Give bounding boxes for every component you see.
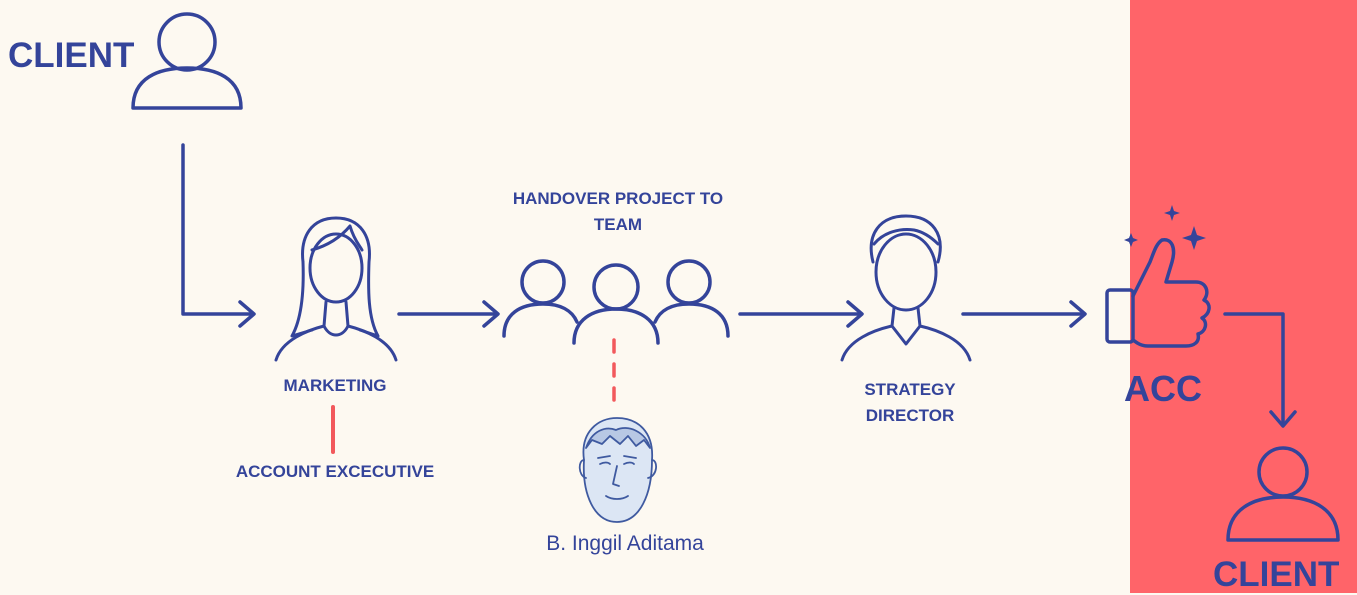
client-start-icon <box>131 12 243 110</box>
account-executive-label: ACCOUNT EXCECUTIVE <box>235 462 435 481</box>
client-start-label: CLIENT <box>8 36 135 75</box>
strategy-director-man-icon <box>840 214 972 362</box>
marketing-label: MARKETING <box>283 376 387 395</box>
handover-label: HANDOVER PROJECT TO TEAM <box>512 189 724 234</box>
team-icon <box>502 259 730 345</box>
acc-thumbs-up-icon <box>1105 238 1211 348</box>
client-end-icon <box>1226 446 1340 542</box>
arrow-acc-to-client <box>1223 312 1297 428</box>
client-end-label: CLIENT <box>1213 555 1340 594</box>
team-member-name: B. Inggil Aditama <box>546 532 704 555</box>
team-member-face <box>578 417 657 523</box>
arrow-marketing-to-team <box>397 300 500 328</box>
strategy-director-label: STRATEGY DIRECTOR <box>864 380 956 425</box>
arrow-client-to-marketing <box>181 143 256 328</box>
arrow-strategy-to-acc <box>961 300 1087 328</box>
marketing-woman-icon <box>274 216 398 362</box>
sparkle-icons <box>1124 205 1206 250</box>
approval-panel <box>1130 0 1357 593</box>
arrow-team-to-strategy <box>738 300 864 328</box>
acc-label: ACC <box>1124 368 1202 409</box>
